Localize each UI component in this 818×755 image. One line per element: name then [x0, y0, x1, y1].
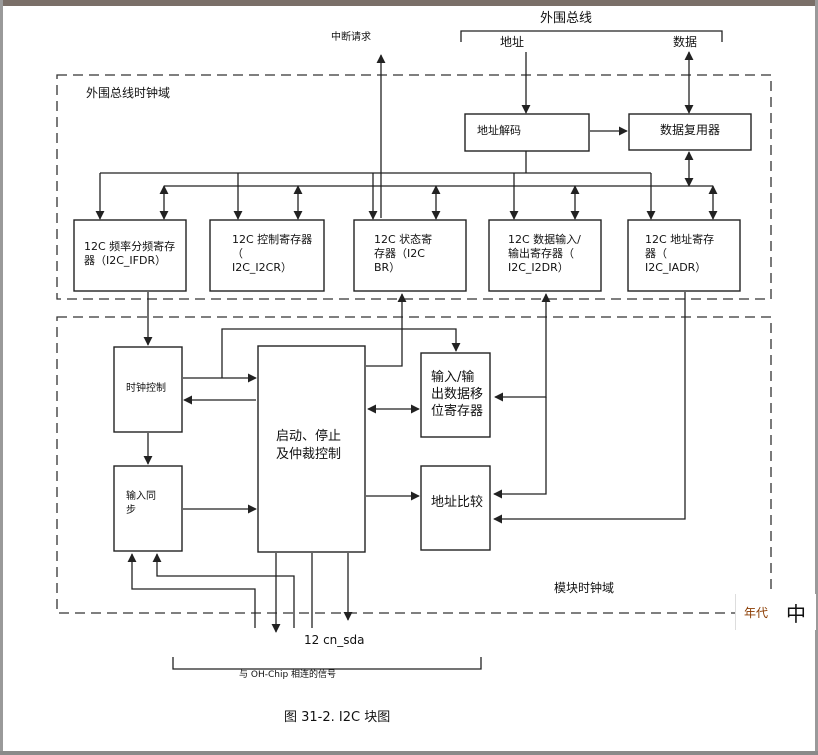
input-sync-label: 输入同 步 — [126, 491, 156, 516]
ifdr-register-box — [73, 219, 187, 292]
window-bottom-border — [0, 751, 818, 755]
dr-register-label: 12C 数据输入/ 输出寄存器（ I2C_I2DR） — [508, 233, 581, 274]
window-left-border — [0, 0, 3, 755]
window-top-border — [0, 0, 818, 6]
start-stop-arbitration-box — [257, 345, 366, 553]
offchip-signals-label: 与 OH-Chip 相连的信号 — [239, 670, 337, 680]
startstop-to-status-arrow — [366, 293, 407, 367]
external-bus-bracket — [460, 30, 723, 42]
control-to-shift-line — [221, 328, 461, 378]
offchip-to-sync-line-b — [152, 553, 295, 628]
adr-register-label: 12C 地址寄存 器（ I2C_IADR） — [645, 233, 715, 274]
clock-control-label: 时钟控制 — [126, 383, 166, 394]
ifdr-register-label: 12C 频率分频寄存 器（I2C_IFDR） — [84, 240, 176, 267]
cr-register-label: 12C 控制寄存器 （ I2C_I2CR） — [232, 233, 313, 274]
figure-caption: 图 31-2. I2C 块图 — [284, 710, 391, 725]
dr-register-box — [488, 219, 602, 292]
dr-to-shift-arrow — [494, 293, 551, 402]
address-compare-label: 地址比较 — [431, 495, 484, 510]
data-label: 数据 — [673, 35, 698, 49]
corner-overlay-label-b[interactable]: 中 — [786, 602, 806, 626]
address-decode-label: 地址解码 — [477, 124, 521, 137]
address-decode-box — [464, 113, 590, 152]
offchip-to-sync-line-a — [127, 553, 256, 628]
cr-register-box — [209, 219, 325, 292]
data-mux-label: 数据复用器 — [660, 123, 721, 137]
corner-overlay — [735, 594, 816, 630]
shift-register-label: 输入/输 出数据移 位寄存器 — [431, 370, 484, 419]
address-label: 地址 — [500, 35, 525, 49]
interrupt-request-label: 中断请求 — [331, 32, 371, 43]
clock-control-box — [113, 346, 183, 433]
start-stop-arbitration-label: 启动、停止 及仲裁控制 — [276, 429, 342, 462]
external-bus-title: 外围总线 — [540, 11, 593, 26]
adr-to-compare-arrow — [493, 292, 686, 524]
sr-register-label: 12C 状态寄 存器（I2C BR） — [374, 233, 433, 274]
address-compare-box — [420, 465, 491, 551]
shift-register-box — [420, 352, 491, 438]
corner-overlay-label-a[interactable]: 年代 — [744, 606, 769, 620]
module-clock-domain-region — [56, 316, 772, 614]
module-clock-domain-label: 模块时钟域 — [554, 581, 615, 595]
bus-clock-domain-region — [56, 74, 772, 300]
window-right-border — [815, 0, 818, 755]
adr-register-box — [627, 219, 741, 292]
dr-to-compare-arrow — [493, 397, 547, 499]
sda-signal-label: 12 cn_sda — [304, 633, 365, 647]
bus-clock-domain-label: 外围总线时钟域 — [86, 86, 171, 100]
offchip-signals-bracket — [172, 657, 482, 670]
data-mux-box — [628, 113, 752, 151]
sr-register-box — [353, 219, 467, 292]
input-sync-box — [113, 465, 183, 552]
decode-bus-line — [100, 151, 651, 174]
